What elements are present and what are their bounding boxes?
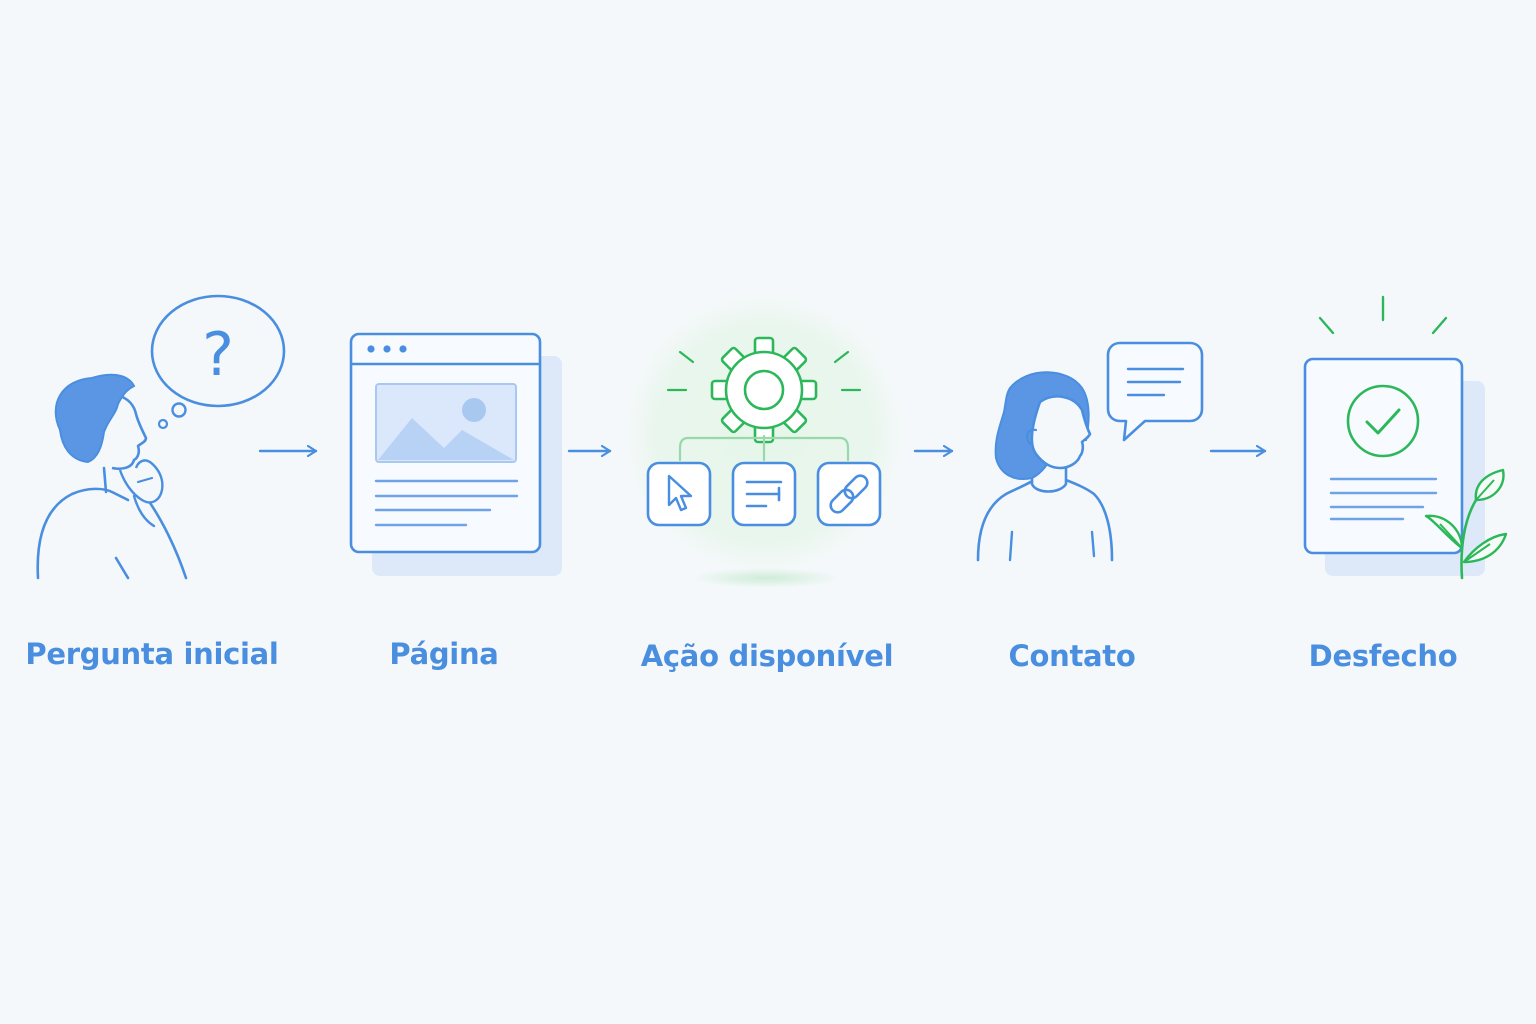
question-mark: ? [202,320,234,390]
step-label-pagina: Página [389,637,499,671]
step-label-pergunta-inicial: Pergunta inicial [25,637,279,671]
step-label-contato: Contato [1008,639,1136,673]
web-page-icon [349,332,562,576]
step-label-acao-disponivel: Ação disponível [640,639,894,673]
cursor-icon [646,461,712,527]
link-icon [816,461,882,527]
gear-actions-icon [618,288,910,588]
step-label-desfecho: Desfecho [1308,639,1458,673]
check-circle-icon [1346,384,1420,458]
thought-bubble-icon: ? [150,294,286,430]
speech-bubble-icon [1106,341,1204,442]
gear-icon [710,336,818,444]
image-placeholder-icon [375,383,517,463]
text-box-icon [731,461,797,527]
approved-document-icon [1303,295,1508,580]
thinking-person-icon: ? [36,294,286,580]
person-speaking-icon [976,341,1204,562]
plant-icon [1424,468,1508,580]
